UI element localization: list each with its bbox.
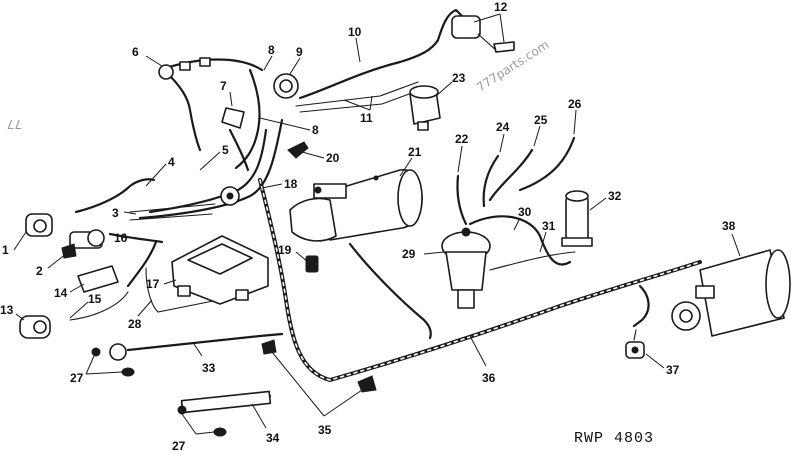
callout-10: 10 [348, 25, 362, 39]
callout-33: 33 [202, 361, 216, 375]
part-37-switch [625, 341, 645, 359]
callout-27-upper: 27 [70, 371, 84, 385]
part-14-bracket [77, 265, 119, 293]
callout-3: 3 [112, 206, 119, 220]
callout-12: 12 [494, 0, 508, 14]
callout-38: 38 [722, 219, 736, 233]
callout-28: 28 [128, 317, 142, 331]
callout-24: 24 [496, 120, 510, 134]
part-34-ground-strap [177, 390, 272, 437]
callout-5: 5 [222, 143, 229, 157]
part-9-gauge [273, 73, 299, 99]
callout-18: 18 [284, 177, 298, 191]
callout-2: 2 [36, 264, 43, 278]
callout-8-bottom: 8 [312, 123, 319, 137]
callout-8-top: 8 [268, 43, 275, 57]
part-20-clip [287, 141, 309, 159]
callout-21: 21 [408, 145, 422, 159]
callout-25: 25 [534, 113, 548, 127]
part-2-key-switch [61, 229, 105, 259]
part-12-sender [451, 15, 515, 53]
callout-30: 30 [518, 205, 532, 219]
callout-15: 15 [88, 292, 102, 306]
part-23-relay [409, 85, 441, 131]
callout-11: 11 [360, 111, 373, 125]
watermark-edge: 77 [7, 117, 22, 131]
callout-9: 9 [296, 45, 303, 59]
callout-32: 32 [608, 189, 622, 203]
drawing-code: RWP 4803 [574, 430, 654, 447]
part-6-connector [158, 57, 211, 80]
callout-27-lower: 27 [172, 439, 186, 453]
callout-14: 14 [54, 286, 68, 300]
part-32-coil [561, 190, 593, 247]
part-35-clips [261, 339, 377, 393]
callout-1: 1 [2, 243, 9, 257]
part-13-sender [19, 315, 51, 339]
callout-labels: 1 2 3 4 5 6 7 8 8 9 10 11 12 13 14 15 16 [0, 0, 741, 453]
callout-26: 26 [568, 97, 582, 111]
callout-35: 35 [318, 423, 332, 437]
callout-13: 13 [0, 303, 14, 317]
callout-17: 17 [146, 277, 160, 291]
callout-37: 37 [666, 363, 680, 377]
part-38-alternator [671, 249, 791, 337]
part-29-distributor [441, 227, 491, 309]
part-18-grommet [220, 186, 240, 206]
part-1-switch [25, 213, 53, 237]
part-7-connector [221, 107, 245, 129]
callout-20: 20 [326, 151, 340, 165]
callout-31: 31 [542, 219, 556, 233]
callout-6: 6 [132, 45, 139, 59]
callout-7: 7 [220, 79, 227, 93]
callout-4: 4 [168, 155, 175, 169]
callout-23: 23 [452, 71, 466, 85]
callout-22: 22 [455, 132, 469, 146]
part-21-starter [289, 169, 423, 242]
part-33-battery-cable-terminal [91, 343, 135, 377]
callout-36: 36 [482, 371, 496, 385]
callout-29: 29 [402, 247, 416, 261]
callout-34: 34 [266, 431, 280, 445]
part-19-clip [305, 255, 319, 273]
callout-16: 16 [114, 231, 128, 245]
part-17-regulator [171, 235, 269, 305]
callout-19: 19 [278, 243, 292, 257]
